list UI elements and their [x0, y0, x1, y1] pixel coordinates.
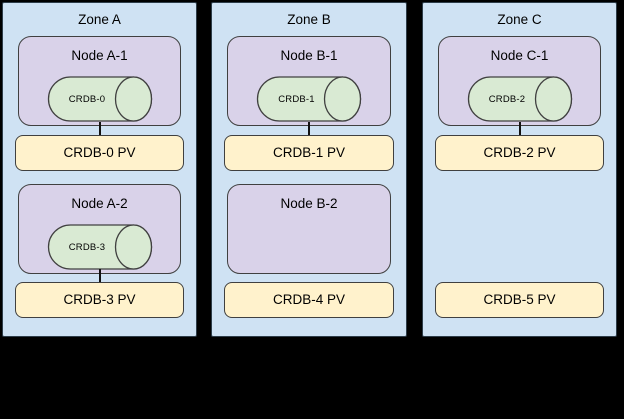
db-label: CRDB-0 [68, 93, 106, 105]
db-label: CRDB-2 [488, 93, 526, 105]
pv-box-crdb-1: CRDB-1 PV [224, 135, 394, 171]
pv-box-crdb-4: CRDB-4 PV [224, 282, 394, 318]
node-a1-box: Node A-1 CRDB-0 [18, 36, 181, 126]
connector-line [98, 122, 101, 136]
node-b2-title: Node B-2 [280, 196, 338, 211]
node-c1-title: Node C-1 [490, 48, 549, 63]
db-cylinder-crdb-0: CRDB-0 [47, 76, 152, 122]
node-a1-title: Node A-1 [71, 48, 128, 63]
zone-c-title: Zone C [497, 12, 542, 27]
cylinder-shape-icon [467, 76, 572, 122]
node-b1-box: Node B-1 CRDB-1 [227, 36, 391, 126]
zone-a-title: Zone A [78, 12, 121, 27]
node-b2-box: Node B-2 [227, 184, 391, 274]
db-cylinder-crdb-3: CRDB-3 [47, 224, 152, 270]
connector-line [98, 269, 101, 283]
cylinder-shape-icon [47, 224, 152, 270]
db-cylinder-crdb-1: CRDB-1 [256, 76, 362, 122]
node-a2-box: Node A-2 CRDB-3 [18, 184, 181, 274]
cylinder-shape-icon [256, 76, 362, 122]
db-label: CRDB-1 [278, 93, 315, 105]
node-c1-box: Node C-1 CRDB-2 [438, 36, 601, 126]
db-cylinder-crdb-2: CRDB-2 [467, 76, 572, 122]
connector-line [308, 122, 310, 136]
pv-box-crdb-2: CRDB-2 PV [435, 135, 604, 171]
cylinder-shape-icon [47, 76, 152, 122]
zone-a-panel: Zone A Node A-1 CRDB-0 CRDB-0 PV Node A-… [2, 2, 197, 337]
zone-b-panel: Zone B Node B-1 CRDB-1 CRDB-1 PV Node B-… [211, 2, 407, 337]
pv-box-crdb-3: CRDB-3 PV [15, 282, 184, 318]
connector-line [518, 122, 521, 136]
pv-box-crdb-0: CRDB-0 PV [15, 135, 184, 171]
zone-c-panel: Zone C Node C-1 CRDB-2 CRDB-2 PV CRDB-5 … [422, 2, 617, 337]
zone-b-title: Zone B [287, 12, 331, 27]
node-a2-title: Node A-2 [71, 196, 128, 211]
db-label: CRDB-3 [68, 241, 106, 253]
node-b1-title: Node B-1 [280, 48, 338, 63]
pv-box-crdb-5: CRDB-5 PV [435, 282, 604, 318]
